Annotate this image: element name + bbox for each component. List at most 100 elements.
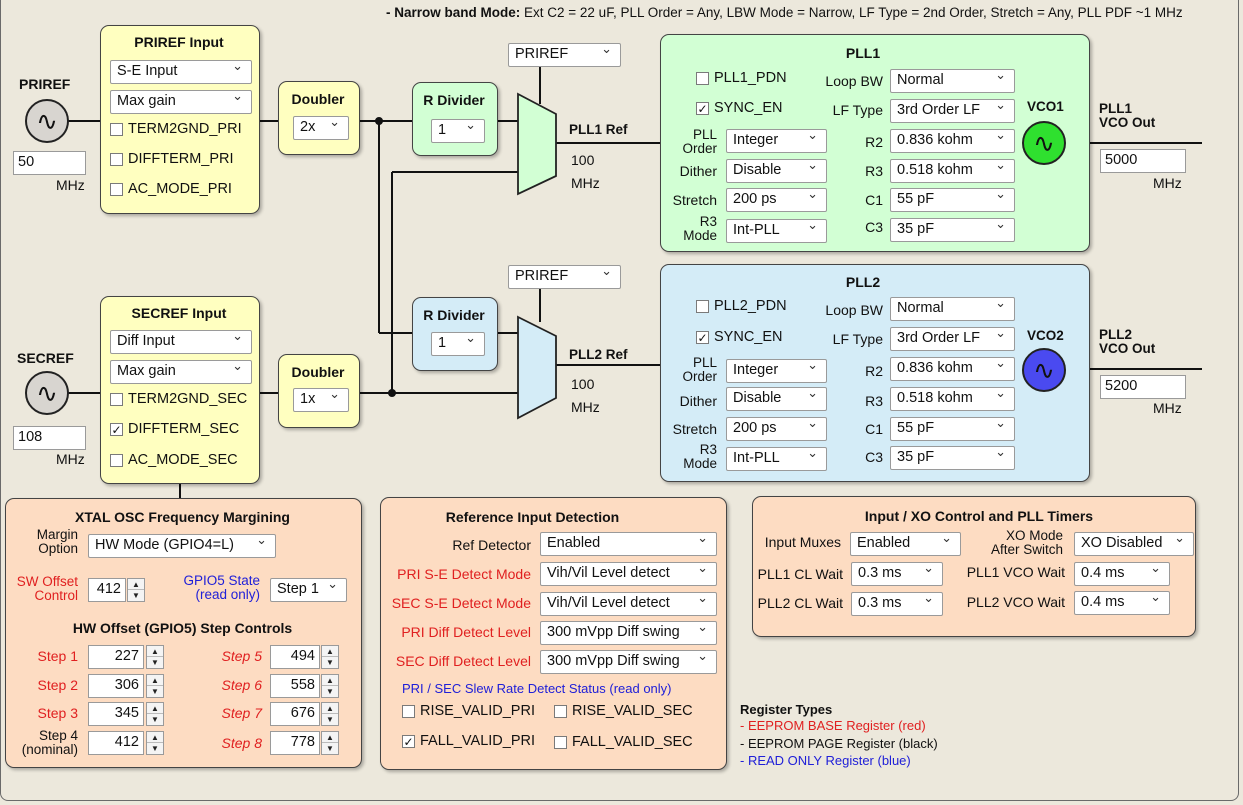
pll1-r2-select[interactable]: 0.836 kohm xyxy=(890,129,1015,153)
step4-spinner[interactable]: ▲▼ xyxy=(146,731,164,755)
term2gnd-pri-checkbox[interactable]: TERM2GND_PRI xyxy=(110,121,242,137)
priref-doubler-select[interactable]: 2x xyxy=(293,116,349,140)
pll1-r3-select[interactable]: 0.518 kohm xyxy=(890,159,1015,183)
step6-input[interactable]: 558 xyxy=(270,674,320,698)
pll2-rdiv-select[interactable]: 1 xyxy=(431,332,485,356)
step2-input[interactable]: 306 xyxy=(88,674,144,698)
down-arrow-icon[interactable]: ▼ xyxy=(326,658,334,667)
pll2-r3-mode-select[interactable]: Int-PLL xyxy=(726,447,827,471)
diffterm-sec-checkbox[interactable]: ✓DIFFTERM_SEC xyxy=(110,421,240,437)
priref-gain-select[interactable]: Max gain xyxy=(110,90,252,114)
up-arrow-icon[interactable]: ▲ xyxy=(147,675,163,686)
pll2-r3-select[interactable]: 0.518 kohm xyxy=(890,387,1015,411)
sw-offset-input[interactable]: 412 xyxy=(88,578,126,602)
step6-spinner[interactable]: ▲▼ xyxy=(321,674,339,698)
step1-spinner[interactable]: ▲▼ xyxy=(146,645,164,669)
pll2-ref-source-select[interactable]: PRIREF xyxy=(508,265,621,289)
ref-detector-select[interactable]: Enabled xyxy=(540,532,717,556)
step4-input[interactable]: 412 xyxy=(88,731,144,755)
pll1-pdn-checkbox[interactable]: PLL1_PDN xyxy=(696,70,787,86)
down-arrow-icon[interactable]: ▼ xyxy=(151,744,159,753)
checkbox-icon xyxy=(696,71,709,85)
sw-offset-spinner[interactable]: ▲▼ xyxy=(127,578,145,602)
margin-option-select[interactable]: HW Mode (GPIO4=L) xyxy=(88,534,276,558)
pll1-ref-source-select[interactable]: PRIREF xyxy=(508,43,621,67)
ac-mode-pri-checkbox[interactable]: AC_MODE_PRI xyxy=(110,181,232,197)
up-arrow-icon[interactable]: ▲ xyxy=(147,703,163,714)
secref-freq-input[interactable]: 108 xyxy=(13,426,86,450)
step5-spinner[interactable]: ▲▼ xyxy=(321,645,339,669)
secref-gain-select[interactable]: Max gain xyxy=(110,360,252,384)
step3-input[interactable]: 345 xyxy=(88,702,144,726)
up-arrow-icon[interactable]: ▲ xyxy=(322,732,338,743)
step7-input[interactable]: 676 xyxy=(270,702,320,726)
pll1-rdiv-select[interactable]: 1 xyxy=(431,119,485,143)
pll2-pdn-checkbox[interactable]: PLL2_PDN xyxy=(696,298,787,314)
sec-diff-detect-select[interactable]: 300 mVpp Diff swing xyxy=(540,650,717,674)
up-arrow-icon[interactable]: ▲ xyxy=(147,646,163,657)
sec-se-detect-select[interactable]: Vih/Vil Level detect xyxy=(540,592,717,616)
fall-valid-pri-checkbox[interactable]: ✓FALL_VALID_PRI xyxy=(402,733,535,749)
pll2-cl-wait-select[interactable]: 0.3 ms xyxy=(851,592,943,616)
term2gnd-sec-checkbox[interactable]: TERM2GND_SEC xyxy=(110,391,247,407)
pll2-vco-out-freq-input[interactable]: 5200 xyxy=(1100,375,1186,399)
checkbox-icon xyxy=(110,453,123,467)
pll1-sync-en-checkbox[interactable]: ✓SYNC_EN xyxy=(696,100,783,116)
step3-spinner[interactable]: ▲▼ xyxy=(146,702,164,726)
pll2-lf-type-select[interactable]: 3rd Order LF xyxy=(890,327,1015,351)
up-arrow-icon[interactable]: ▲ xyxy=(322,675,338,686)
pll1-order-select[interactable]: Integer xyxy=(726,129,827,153)
fall-valid-sec-checkbox[interactable]: FALL_VALID_SEC xyxy=(554,734,693,750)
down-arrow-icon[interactable]: ▼ xyxy=(151,658,159,667)
down-arrow-icon[interactable]: ▼ xyxy=(326,687,334,696)
down-arrow-icon[interactable]: ▼ xyxy=(151,687,159,696)
down-arrow-icon[interactable]: ▼ xyxy=(132,591,140,600)
pll1-vco-out-freq-input[interactable]: 5000 xyxy=(1100,149,1186,173)
xo-mode-select[interactable]: XO Disabled xyxy=(1074,532,1194,556)
pll1-c3-select[interactable]: 35 pF xyxy=(890,218,1015,242)
pll1-loop-bw-select[interactable]: Normal xyxy=(890,69,1015,93)
input-muxes-select[interactable]: Enabled xyxy=(850,532,961,556)
pll1-stretch-select[interactable]: 200 ps xyxy=(726,188,827,212)
step2-spinner[interactable]: ▲▼ xyxy=(146,674,164,698)
pll1-c1-select[interactable]: 55 pF xyxy=(890,188,1015,212)
rise-valid-sec-checkbox[interactable]: RISE_VALID_SEC xyxy=(554,703,693,719)
up-arrow-icon[interactable]: ▲ xyxy=(322,703,338,714)
pri-diff-detect-select[interactable]: 300 mVpp Diff swing xyxy=(540,621,717,645)
step7-spinner[interactable]: ▲▼ xyxy=(321,702,339,726)
down-arrow-icon[interactable]: ▼ xyxy=(151,715,159,724)
pll2-vco-wait-select[interactable]: 0.4 ms xyxy=(1074,591,1170,615)
pll2-sync-en-checkbox[interactable]: ✓SYNC_EN xyxy=(696,329,783,345)
pll2-loop-bw-select[interactable]: Normal xyxy=(890,297,1015,321)
step8-input[interactable]: 778 xyxy=(270,731,320,755)
pll1-vco-wait-select[interactable]: 0.4 ms xyxy=(1074,562,1170,586)
pll1-cl-wait-select[interactable]: 0.3 ms xyxy=(851,562,943,586)
down-arrow-icon[interactable]: ▼ xyxy=(326,715,334,724)
pll2-c1-select[interactable]: 55 pF xyxy=(890,417,1015,441)
ac-mode-sec-checkbox[interactable]: AC_MODE_SEC xyxy=(110,452,238,468)
pll2-r2-select[interactable]: 0.836 kohm xyxy=(890,357,1015,381)
step5-input[interactable]: 494 xyxy=(270,645,320,669)
up-arrow-icon[interactable]: ▲ xyxy=(147,732,163,743)
step1-input[interactable]: 227 xyxy=(88,645,144,669)
up-arrow-icon[interactable]: ▲ xyxy=(128,579,144,590)
pll1-r3-mode-select[interactable]: Int-PLL xyxy=(726,219,827,243)
rise-valid-pri-checkbox[interactable]: RISE_VALID_PRI xyxy=(402,703,535,719)
step8-spinner[interactable]: ▲▼ xyxy=(321,731,339,755)
pll2-order-select[interactable]: Integer xyxy=(726,359,827,383)
secref-doubler-select[interactable]: 1x xyxy=(293,388,349,412)
pll2-c3-select[interactable]: 35 pF xyxy=(890,446,1015,470)
diffterm-pri-checkbox[interactable]: DIFFTERM_PRI xyxy=(110,151,234,167)
priref-mode-select[interactable]: S-E Input xyxy=(110,60,252,84)
secref-mode-select[interactable]: Diff Input xyxy=(110,330,252,354)
up-arrow-icon[interactable]: ▲ xyxy=(322,646,338,657)
down-arrow-icon[interactable]: ▼ xyxy=(326,744,334,753)
priref-freq-input[interactable]: 50 xyxy=(13,151,86,175)
pll2-dither-select[interactable]: Disable xyxy=(726,387,827,411)
pll1-dither-select[interactable]: Disable xyxy=(726,159,827,183)
pll2-stretch-select[interactable]: 200 ps xyxy=(726,417,827,441)
pll1-lf-type-select[interactable]: 3rd Order LF xyxy=(890,99,1015,123)
gpio5-state-select[interactable]: Step 1 xyxy=(270,578,347,602)
pri-se-detect-select[interactable]: Vih/Vil Level detect xyxy=(540,562,717,586)
